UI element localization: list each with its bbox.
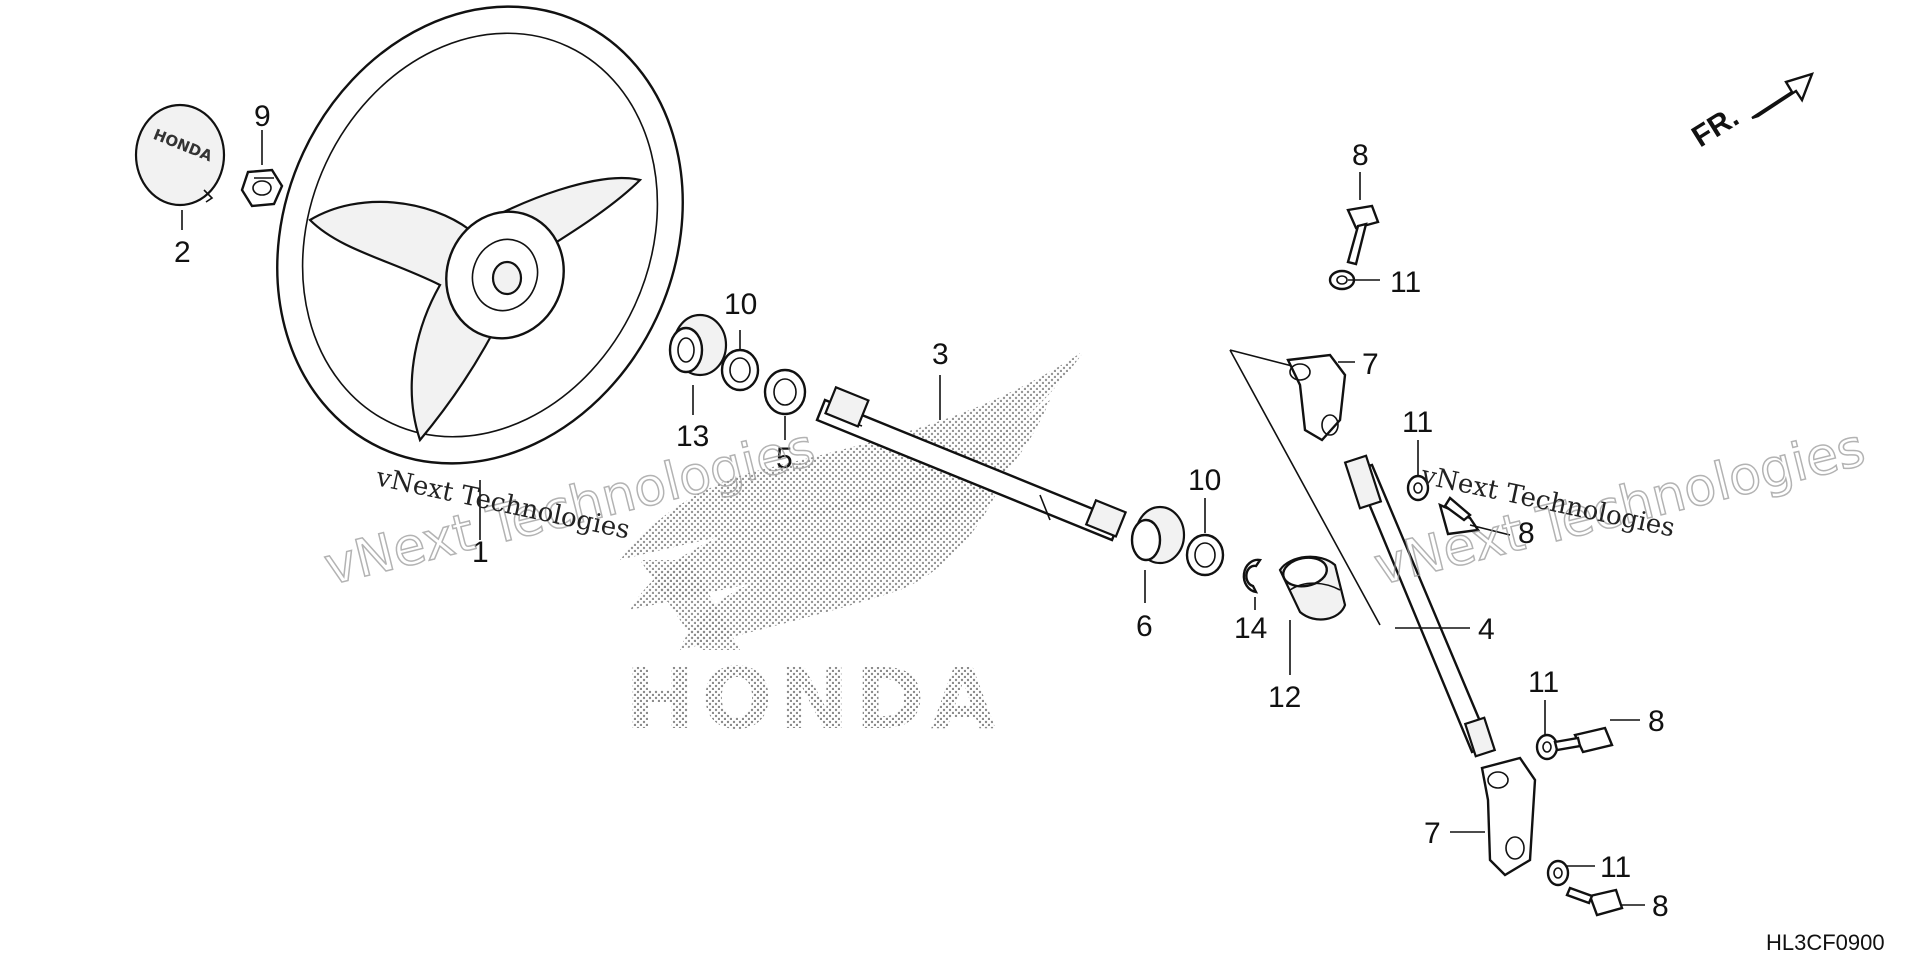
diagram-code: HL3CF0900 [1766, 930, 1885, 955]
washer-11-bottom [1546, 859, 1570, 887]
callout-11-top: 11 [1390, 266, 1421, 299]
honda-wing-logo: HONDA [620, 350, 1085, 748]
callout-8-right: 8 [1648, 705, 1665, 738]
callout-9: 9 [254, 100, 271, 133]
lower-joint-assembly [1480, 756, 1537, 877]
callout-12: 12 [1268, 681, 1301, 714]
callout-11-right: 11 [1528, 666, 1559, 699]
steering-wheel [276, 5, 684, 465]
callout-labels: 2 9 1 13 10 5 3 6 10 14 12 8 11 7 11 8 4… [174, 100, 1669, 923]
steering-shaft [815, 385, 1128, 542]
callout-13: 13 [676, 420, 709, 453]
washer-11-right [1535, 733, 1559, 761]
lower-steering-shaft [1343, 454, 1497, 758]
callout-8-mid: 8 [1518, 517, 1535, 550]
callout-8-top: 8 [1352, 139, 1369, 172]
front-direction-indicator: FR. [1686, 72, 1815, 154]
callout-10-lower: 10 [1188, 464, 1221, 497]
upper-joint-assembly [1229, 349, 1381, 626]
bolt-8-bottom [1565, 886, 1624, 917]
callout-3: 3 [932, 338, 949, 371]
callout-8-bottom: 8 [1652, 890, 1669, 923]
circlip-14 [1242, 558, 1263, 594]
callout-5: 5 [776, 442, 793, 475]
callout-6: 6 [1136, 610, 1153, 643]
bolt-8-right [1553, 726, 1614, 754]
collar-5 [763, 368, 807, 416]
bolt-8-top [1346, 204, 1380, 266]
honda-logo-text: HONDA [625, 650, 1002, 748]
callout-1: 1 [472, 536, 489, 569]
callout-2: 2 [174, 236, 191, 269]
bushing-6 [1130, 505, 1186, 565]
callout-4: 4 [1478, 613, 1495, 646]
bolt-8-mid [1438, 496, 1481, 536]
front-arrow-icon [1751, 72, 1815, 120]
washer-10-lower [1185, 533, 1225, 577]
callout-11-mid: 11 [1402, 406, 1433, 439]
callout-10-upper: 10 [724, 288, 757, 321]
washer-10-upper [720, 348, 760, 392]
callout-14: 14 [1234, 612, 1267, 645]
washer-11-mid [1406, 474, 1430, 502]
leader-lines [181, 130, 1645, 906]
front-direction-label: FR. [1686, 100, 1744, 154]
steering-nut [240, 168, 284, 208]
horn-cap: HONDA [134, 103, 226, 207]
dust-boot-12 [1278, 555, 1347, 621]
callout-7-upper: 7 [1362, 348, 1379, 381]
callout-7-lower: 7 [1424, 817, 1441, 850]
bushing-13 [668, 313, 728, 377]
callout-11-bottom: 11 [1600, 851, 1631, 884]
